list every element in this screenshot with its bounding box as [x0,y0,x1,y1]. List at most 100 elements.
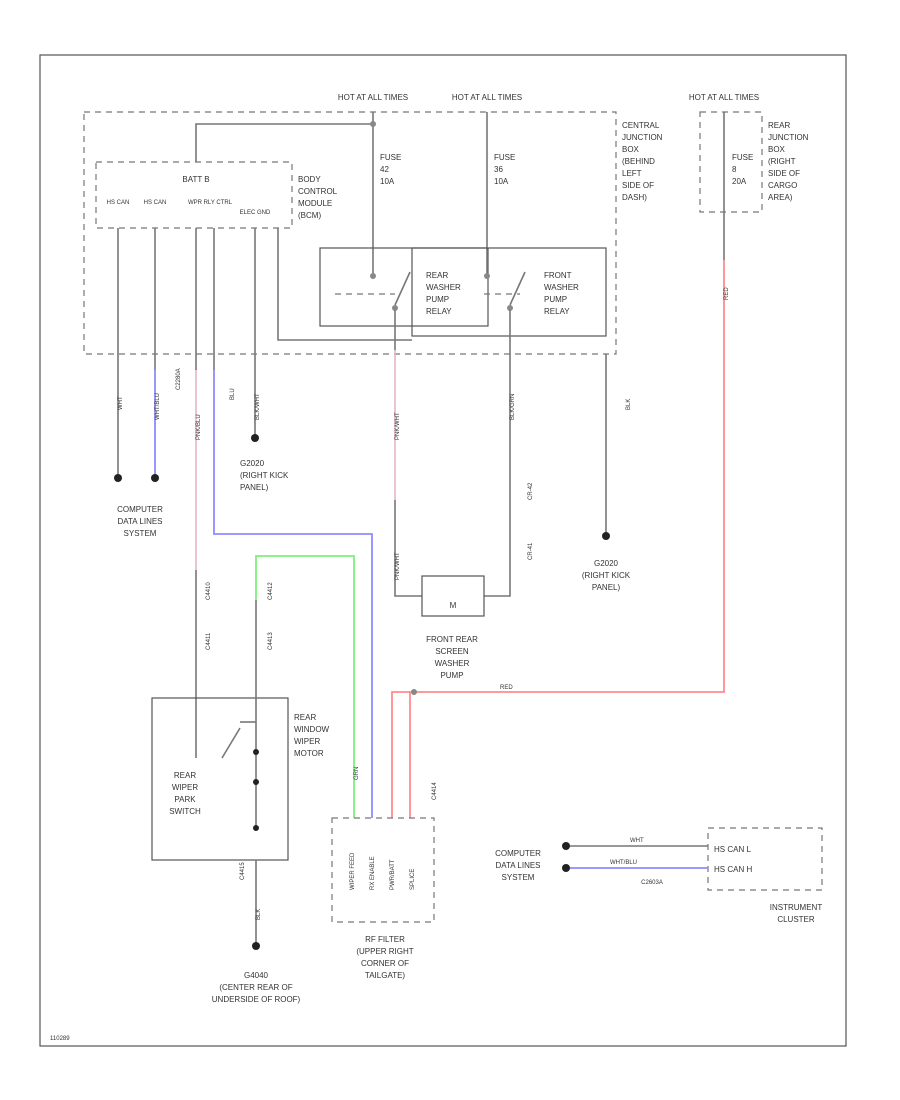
front-relay-label: FRONT WASHER PUMP RELAY [544,271,579,316]
wire-label-red-vert: RED [724,287,730,300]
instrument-cluster-box [707,827,823,891]
svg-text:(RIGHT KICK: (RIGHT KICK [240,471,289,480]
rf-filter-label: RF FILTER (UPPER RIGHT CORNER OF TAILGAT… [356,935,413,980]
svg-text:REAR: REAR [294,713,316,722]
svg-text:10A: 10A [494,177,509,186]
cluster-pin-1: HS CAN L [714,845,751,854]
rf-filter-pin-2: RX ENABLE [370,856,376,890]
svg-text:RELAY: RELAY [544,307,570,316]
svg-text:SWITCH: SWITCH [169,807,201,816]
diagram-frame [39,54,847,1047]
connector-c4411: C4411 [206,632,212,650]
svg-text:8: 8 [732,165,737,174]
red-wire [409,260,725,818]
svg-text:WASHER: WASHER [426,283,461,292]
washer-pump-box [421,575,485,617]
svg-text:FRONT: FRONT [544,271,572,280]
svg-text:WASHER: WASHER [435,659,470,668]
wire-label-wht-blu: WHT/BLU [155,393,161,420]
svg-text:REAR: REAR [768,121,790,130]
fuse-8-label: FUSE 8 20A [732,153,753,186]
bcm-elec-gnd-loop [277,228,412,341]
hot-label-2: HOT AT ALL TIMES [452,93,522,102]
svg-text:PUMP: PUMP [426,295,449,304]
rear-wiper-park-switch [195,721,259,831]
blu-wire [213,370,373,818]
rf-filter-pin-1: WIPER FEED [350,852,356,890]
svg-text:SIDE OF: SIDE OF [768,169,800,178]
svg-text:INSTRUMENT: INSTRUMENT [770,903,823,912]
svg-text:DATA LINES: DATA LINES [495,861,540,870]
svg-text:PUMP: PUMP [440,671,463,680]
svg-text:AREA): AREA) [768,193,793,202]
svg-text:PANEL): PANEL) [240,483,269,492]
cdls-right-terminal-1 [562,842,570,850]
svg-text:(BEHIND: (BEHIND [622,157,655,166]
wire-label-wht: WHT [118,396,124,410]
svg-text:PARK: PARK [174,795,196,804]
ground-g2020-cjb-label: G2020 (RIGHT KICK PANEL) [582,559,631,592]
wire-label-pnk-blu: PNK/BLU [196,414,202,440]
connector-c4410: C4410 [206,582,212,600]
svg-text:PUMP: PUMP [544,295,567,304]
svg-text:JUNCTION: JUNCTION [768,133,809,142]
connector-c2603a: C2603A [641,880,663,886]
hot-label-1: HOT AT ALL TIMES [338,93,408,102]
svg-text:(CENTER REAR OF: (CENTER REAR OF [219,983,292,992]
bcm-label: BODY CONTROL MODULE (BCM) [298,175,338,220]
svg-text:20A: 20A [732,177,747,186]
svg-text:UNDERSIDE OF ROOF): UNDERSIDE OF ROOF) [212,995,301,1004]
wire-label-red: RED [500,685,513,691]
wire-label-blk-grn: BLK/GRN [510,394,516,420]
svg-text:BODY: BODY [298,175,321,184]
svg-text:FUSE: FUSE [380,153,401,162]
hot-label-3: HOT AT ALL TIMES [689,93,759,102]
ground-g2020-bcm-label: G2020 (RIGHT KICK PANEL) [240,459,289,492]
connector-c4413: C4413 [268,632,274,650]
rear-washer-pump-relay-box [319,247,489,327]
svg-text:JUNCTION: JUNCTION [622,133,663,142]
svg-text:CONTROL: CONTROL [298,187,338,196]
red-wire-branch [391,691,410,818]
svg-text:COMPUTER: COMPUTER [495,849,541,858]
svg-text:G4040: G4040 [244,971,269,980]
cdls-top-label: COMPUTER DATA LINES SYSTEM [117,505,163,538]
svg-text:COMPUTER: COMPUTER [117,505,163,514]
svg-text:RELAY: RELAY [426,307,452,316]
svg-text:TAILGATE): TAILGATE) [365,971,405,980]
washer-pump-motor-symbol: M [450,601,457,610]
svg-text:CLUSTER: CLUSTER [777,915,815,924]
connector-c4414: C4414 [432,782,438,800]
rf-filter-pin-3: PWR/BATT [390,859,396,890]
svg-text:CARGO: CARGO [768,181,797,190]
svg-text:CORNER OF: CORNER OF [361,959,409,968]
rear-junction-box-outline [699,111,763,213]
svg-text:(BCM): (BCM) [298,211,321,220]
diagram-id: 110289 [50,1036,70,1042]
wire-label-pnk-wht-2: PNK/WHT [395,552,401,580]
svg-text:FUSE: FUSE [494,153,515,162]
wire-label-blu: BLU [230,388,236,400]
svg-text:DASH): DASH) [622,193,647,202]
cluster-pin-2: HS CAN H [714,865,752,874]
svg-text:RF FILTER: RF FILTER [365,935,405,944]
svg-text:(RIGHT: (RIGHT [768,157,796,166]
svg-text:REAR: REAR [174,771,196,780]
cdls-top-terminal-2 [151,474,159,482]
ground-g4040-label: G4040 (CENTER REAR OF UNDERSIDE OF ROOF) [212,971,301,1004]
batt-b-feed-wire [195,123,373,162]
rear-wiper-park-switch-label: REAR WIPER PARK SWITCH [169,771,201,816]
svg-text:BOX: BOX [622,145,640,154]
svg-text:SYSTEM: SYSTEM [502,873,535,882]
wire-label-wht-cluster: WHT [630,838,644,844]
bcm-pin-3: WPR RLY CTRL [188,200,233,206]
rf-filter-pin-4: SPLICE [410,869,416,890]
cdls-right-terminal-2 [562,864,570,872]
svg-text:FRONT REAR: FRONT REAR [426,635,478,644]
ground-g4040 [252,942,260,950]
svg-text:WASHER: WASHER [544,283,579,292]
connector-cr42: CR-42 [528,482,534,500]
svg-text:WIPER: WIPER [172,783,198,792]
connector-cr41: CR-41 [528,542,534,560]
wire-label-blk-wht: BLK/WHT [255,393,261,420]
